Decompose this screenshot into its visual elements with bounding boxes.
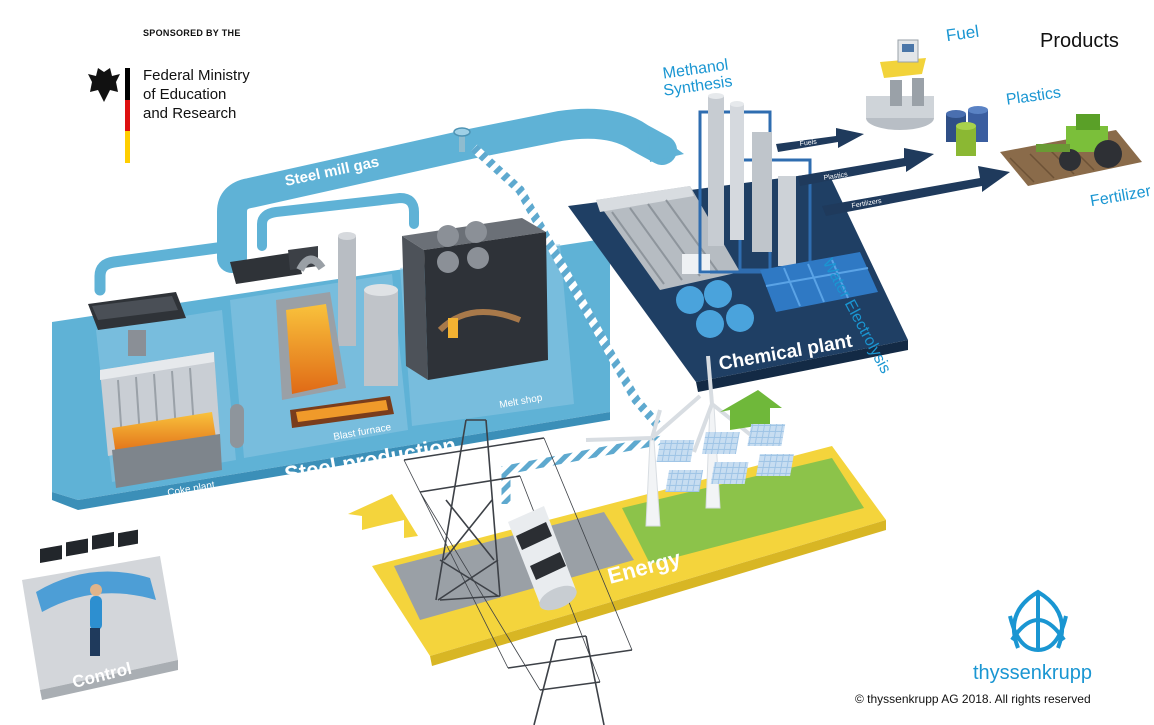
fuel-pump-icon [866,39,934,130]
arrow-fertilizers-label: Fertilizers [851,198,883,210]
arrow-plastics-label: Plastics [823,171,848,182]
ministry-name: Federal Ministry of Education and Resear… [143,67,250,122]
energy-platform [372,446,886,666]
thyssenkrupp-logo-icon [1008,589,1068,653]
chemical-plant-platform [568,172,908,392]
methanol-synthesis-columns [698,93,812,274]
steel-mill-gas-pipe [94,108,684,296]
control-room: Control [22,529,178,700]
plastic-barrels-icon [946,106,988,156]
green-energy-arrow [720,390,782,430]
power-pylon-icon [403,419,633,725]
hatched-connection-line [470,144,666,504]
storage-cylinder-icon [508,506,577,611]
sponsor-prefix: SPONSORED BY THE [143,28,241,38]
yellow-energy-arrow [348,494,418,538]
water-electrolysis-units [676,252,878,338]
copyright-notice: © thyssenkrupp AG 2018. All rights reser… [855,692,1091,706]
gas-valve [453,127,471,152]
products-heading: Products [1040,30,1119,52]
federal-eagle-icon [88,68,120,102]
coke-plant: Coke plant [88,292,244,499]
product-arrow-fuels: Fuels [776,128,864,152]
blast-furnace: Blast furnace [230,232,398,443]
brand-name: thyssenkrupp [973,662,1092,684]
product-arrow-plastics: Plastics [798,148,934,186]
german-flag-stripe [125,68,130,163]
tractor-icon [1000,114,1142,186]
arrow-fuels-label: Fuels [799,139,817,148]
melt-shop: Melt shop [402,218,548,411]
solar-panels-icon [656,424,794,492]
power-lines [403,437,633,691]
